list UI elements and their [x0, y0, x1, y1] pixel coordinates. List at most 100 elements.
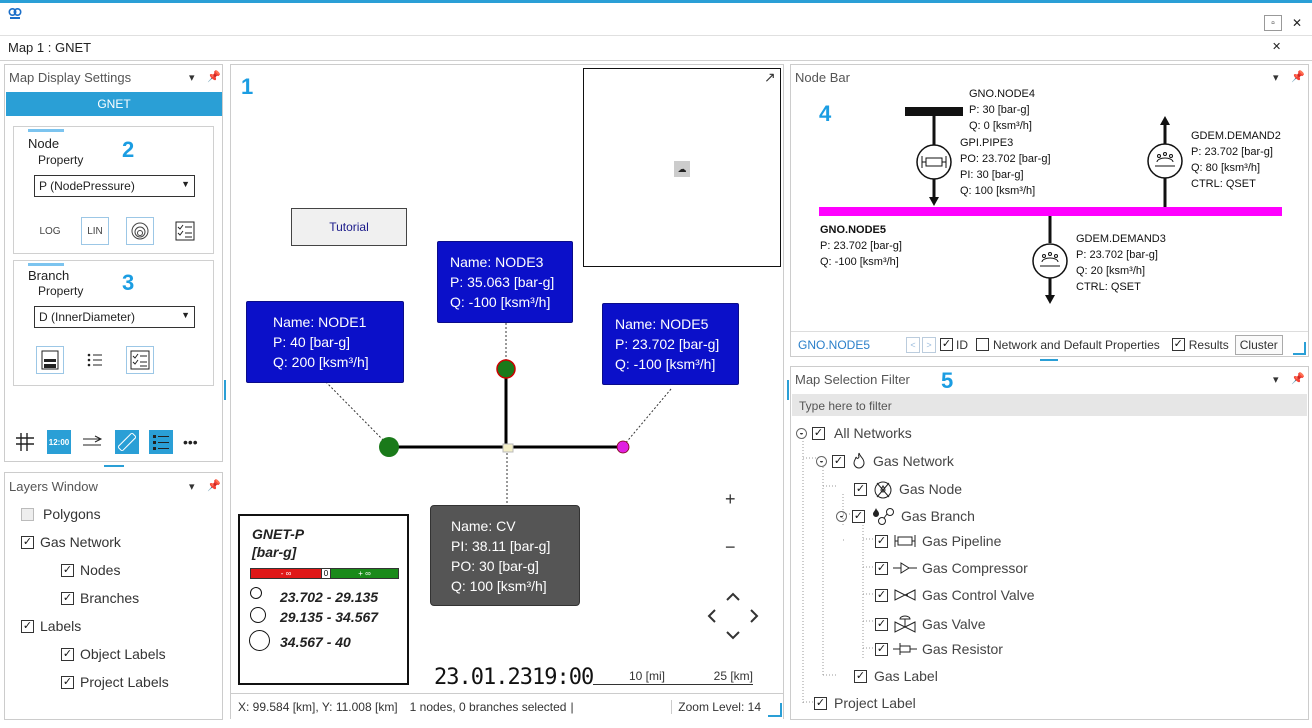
node3-callout[interactable]: Name: NODE3 P: 35.063 [bar-g] Q: -100 [k… — [437, 241, 573, 323]
demand3-symbol[interactable] — [1032, 243, 1068, 279]
tree-gas-pipeline[interactable]: ✓ Gas Pipeline — [875, 533, 1002, 549]
tree-gas-valve[interactable]: ✓ Gas Valve — [875, 615, 986, 633]
layer-object-labels[interactable]: ✓Object Labels — [61, 646, 166, 662]
zoom-in-button[interactable]: + — [725, 489, 736, 509]
tree-gas-resistor[interactable]: ✓ Gas Resistor — [875, 641, 1003, 657]
map-canvas[interactable] — [231, 65, 783, 693]
node4-bar[interactable] — [905, 107, 963, 116]
zoom-out-button[interactable]: − — [725, 537, 736, 557]
checkbox[interactable]: ✓ — [854, 669, 867, 683]
tree-gas-compressor[interactable]: ✓ Gas Compressor — [875, 560, 1028, 576]
demand3-info[interactable]: GDEM.DEMAND3 P: 23.702 [bar-g] Q: 20 [ks… — [1076, 233, 1166, 293]
legend-list-button[interactable] — [149, 430, 173, 454]
collapse-icon[interactable]: ◒ — [836, 510, 847, 522]
time-button[interactable]: 12:00 — [47, 430, 71, 454]
network-defaults-checkbox[interactable] — [976, 338, 989, 351]
more-button[interactable]: ••• — [183, 434, 198, 450]
checkbox[interactable]: ✓ — [21, 619, 34, 633]
pan-down-icon[interactable] — [726, 631, 740, 640]
checkbox[interactable]: ✓ — [875, 617, 888, 631]
demand2-symbol[interactable] — [1147, 143, 1183, 179]
layer-gas-network[interactable]: ✓Gas Network — [21, 534, 121, 550]
layer-labels[interactable]: ✓Labels — [21, 618, 82, 634]
flow-direction-button[interactable] — [81, 430, 105, 454]
tree-gas-branch[interactable]: ◒ ✓ Gas Branch — [836, 506, 975, 526]
next-node-button[interactable]: > — [922, 336, 936, 353]
checkbox[interactable] — [21, 507, 34, 521]
node5-bar[interactable] — [819, 207, 1282, 216]
panel-menu-icon[interactable]: ▾ — [189, 72, 195, 84]
pipe3-info[interactable]: GPI.PIPE3 PO: 23.702 [bar-g] PI: 30 [bar… — [960, 137, 1051, 197]
checkbox[interactable]: ✓ — [21, 535, 34, 549]
tree-gas-node[interactable]: ✓ Gas Node — [854, 481, 963, 499]
node-bar-diagram[interactable] — [791, 65, 1308, 327]
overview-viewport-icon[interactable]: ☁ — [674, 161, 690, 177]
control-valve-marker[interactable] — [502, 443, 514, 453]
results-checkbox[interactable]: ✓ — [1171, 338, 1185, 351]
node5-callout[interactable]: Name: NODE5 P: 23.702 [bar-g] Q: -100 [k… — [602, 303, 739, 385]
filter-search-input[interactable]: Type here to filter — [792, 394, 1307, 416]
checkbox[interactable]: ✓ — [61, 675, 74, 689]
node3-marker[interactable] — [496, 359, 516, 379]
checkbox[interactable]: ✓ — [814, 696, 827, 710]
control-valve-callout[interactable]: Name: CV PI: 38.11 [bar-g] PO: 30 [bar-g… — [430, 505, 580, 606]
lin-scale-button[interactable]: LIN — [81, 217, 109, 245]
layer-polygons[interactable]: Polygons — [21, 506, 101, 522]
pin-icon[interactable]: 📌 — [1291, 71, 1305, 83]
overview-map[interactable]: ☁ — [583, 68, 781, 267]
log-scale-button[interactable]: LOG — [39, 225, 61, 237]
node1-callout[interactable]: Name: NODE1 P: 40 [bar-g] Q: 200 [ksm³/h… — [246, 301, 404, 383]
branch-property-select[interactable]: D (InnerDiameter) ▼ — [34, 306, 195, 328]
checkbox[interactable]: ✓ — [875, 561, 888, 575]
window-close-button[interactable]: ✕ — [1288, 15, 1306, 31]
pin-icon[interactable]: 📌 — [1291, 373, 1305, 385]
document-close-button[interactable]: ✕ — [1272, 41, 1282, 53]
collapse-icon[interactable]: ◒ — [796, 427, 807, 439]
tab-gnet[interactable]: GNET — [6, 92, 222, 116]
resize-grip[interactable] — [1293, 342, 1306, 355]
pan-right-icon[interactable] — [750, 609, 759, 623]
grid-button[interactable] — [13, 430, 37, 454]
pin-icon[interactable]: 📌 — [207, 71, 221, 83]
branch-list-button[interactable] — [81, 346, 109, 374]
node5-marker[interactable] — [616, 440, 630, 454]
prev-node-button[interactable]: < — [906, 336, 920, 353]
checkbox[interactable]: ✓ — [852, 509, 865, 523]
branch-thickness-button[interactable] — [36, 346, 64, 374]
resize-grip[interactable] — [768, 703, 782, 717]
checkbox[interactable]: ✓ — [61, 647, 74, 661]
layer-branches[interactable]: ✓Branches — [61, 590, 140, 606]
demand2-info[interactable]: GDEM.DEMAND2 P: 23.702 [bar-g] Q: 80 [ks… — [1191, 130, 1281, 190]
size-symbol-button[interactable] — [126, 217, 154, 245]
branch-legend-button[interactable] — [126, 346, 154, 374]
panel-menu-icon[interactable]: ▾ — [1273, 72, 1279, 84]
id-checkbox[interactable]: ✓ — [940, 338, 953, 351]
checkbox[interactable]: ✓ — [854, 482, 867, 496]
tree-all-networks[interactable]: ◒ ✓ All Networks — [796, 425, 912, 441]
restore-button[interactable]: ▫ — [1264, 15, 1282, 31]
node5-info[interactable]: GNO.NODE5 P: 23.702 [bar-g] Q: -100 [ksm… — [820, 224, 902, 268]
checkbox[interactable]: ✓ — [832, 454, 845, 468]
tree-gas-network[interactable]: ◒ ✓ Gas Network — [816, 452, 954, 470]
panel-menu-icon[interactable]: ▾ — [189, 481, 195, 493]
tree-gas-control-valve[interactable]: ✓ Gas Control Valve — [875, 587, 1035, 603]
node4-info[interactable]: GNO.NODE4 P: 30 [bar-g] Q: 0 [ksm³/h] — [969, 88, 1036, 132]
collapse-icon[interactable]: ◒ — [816, 455, 827, 467]
checkbox[interactable]: ✓ — [61, 591, 74, 605]
pan-up-icon[interactable] — [726, 592, 740, 601]
checkbox[interactable]: ✓ — [875, 642, 888, 656]
layer-project-labels[interactable]: ✓Project Labels — [61, 674, 169, 690]
panel-menu-icon[interactable]: ▾ — [1273, 374, 1279, 386]
cluster-button[interactable]: Cluster — [1234, 334, 1283, 355]
checkbox[interactable]: ✓ — [875, 588, 888, 602]
ruler-button[interactable] — [115, 430, 139, 454]
tree-gas-label[interactable]: ✓ Gas Label — [854, 668, 938, 684]
pan-control[interactable] — [705, 590, 761, 642]
pin-icon[interactable]: 📌 — [207, 480, 221, 492]
node-property-select[interactable]: P (NodePressure) ▼ — [34, 175, 195, 197]
checkbox[interactable]: ✓ — [875, 534, 888, 548]
tutorial-button[interactable]: Tutorial — [291, 208, 407, 246]
tree-project-label[interactable]: ✓ Project Label — [814, 695, 916, 711]
checkbox[interactable]: ✓ — [61, 563, 74, 577]
layer-nodes[interactable]: ✓Nodes — [61, 562, 121, 578]
